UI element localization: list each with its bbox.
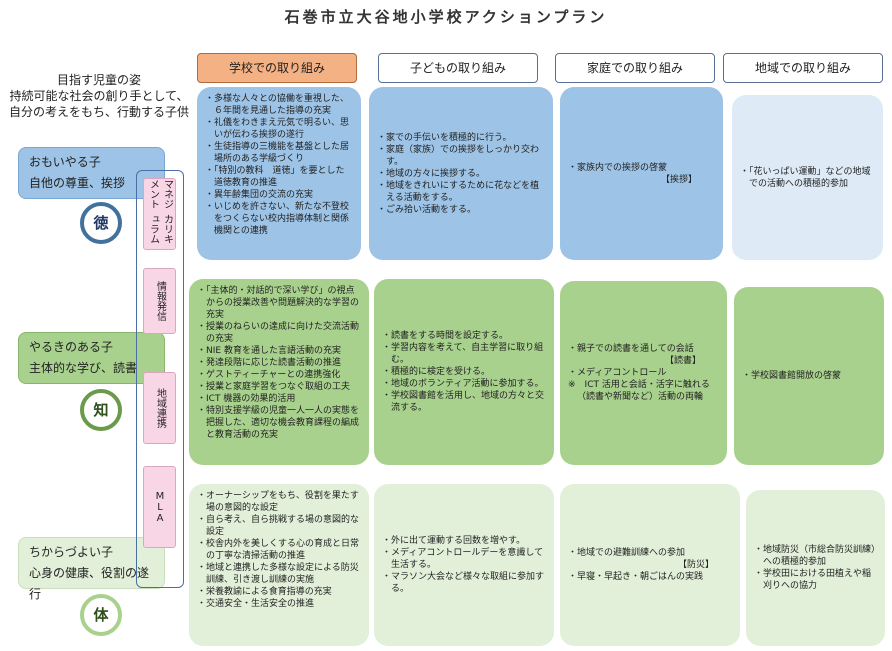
aim-title: ちからづよい子 (29, 545, 114, 559)
list-item: 特別支援学級の児童一人一人の実態を把握した、適切な機会教育課程の編成と教育活動の… (197, 405, 361, 441)
list-item: 学校図書館開放の啓蒙 (742, 370, 876, 382)
aim-subtitle: 主体的な学び、読書 (29, 361, 138, 375)
aim-subtitle: 自他の尊重、挨拶 (29, 176, 126, 190)
list-item: 読書をする時間を設定する。 (382, 330, 546, 342)
goal-heading: 目指す児童の姿 (56, 73, 141, 87)
list-item: 「花いっぱい運動」などの地域での活動への積極的参加 (740, 166, 875, 190)
list-item: 多様な人々との協働を重視した、６年間を見通した指導の充実 (205, 93, 353, 117)
aim-subtitle: 心身の健康、役割の遂行 (29, 566, 150, 601)
goal-line2: 自分の考えをもち、行動する子供 (8, 105, 189, 119)
row3-child-box: 外に出て運動する回数を増やす。 メディアコントロールデーを意識して生活する。 マ… (374, 484, 554, 646)
header-child: 子どもの取り組み (378, 53, 538, 83)
list-item: 地域をきれいにするために花などを植える活動をする。 (377, 180, 545, 204)
note-text: ※ ICT 活用と会話・活字に触れる（読書や新聞など）活動の両輪 (568, 380, 710, 402)
symbol-toku: 徳 (80, 202, 122, 244)
category-tag: 【読書】 (664, 356, 701, 366)
side-label-line2: カリキュラム (147, 214, 173, 244)
list-item: 地域防災（市総合防災訓練）への積極的参加 (754, 544, 877, 568)
goal-block: 目指す児童の姿 持続可能な社会の創り手として、 自分の考えをもち、行動する子供 (4, 72, 194, 120)
row2-school-box: 「主体的・対話的で深い学び」の視点からの授業改善や問題解決的な学習の充実 授業の… (189, 279, 369, 465)
header-home: 家庭での取り組み (555, 53, 715, 83)
list-item: 学習内容を考えて、自主学習に取り組む。 (382, 342, 546, 366)
list-item: ゲストティーチャーとの連携強化 (197, 369, 361, 381)
side-bracket (136, 170, 184, 588)
row1-community-box: 「花いっぱい運動」などの地域での活動への積極的参加 (732, 95, 883, 260)
category-tag: 【挨拶】 (660, 174, 697, 185)
list-item: 地域と連携した多様な設定による防災訓練、引き渡し訓練の実施 (197, 562, 361, 586)
row2-home-box: 親子での読書を通しての会話 【読書】 メディアコントロール ※ ICT 活用と会… (560, 281, 727, 465)
list-item: いじめを許さない、新たな不登校をつくらない校内指導体制と関係機関との連携 (205, 201, 353, 237)
list-item: 地域での避難訓練への参加 (568, 547, 732, 559)
list-item: 発達段階に応じた読書活動の推進 (197, 357, 361, 369)
aim-title: おもいやる子 (29, 155, 101, 169)
list-item: メディアコントロール (568, 367, 719, 379)
list-item: 授業のねらいの達成に向けた交流活動の充実 (197, 321, 361, 345)
symbol-tai: 体 (80, 594, 122, 636)
aim-title: やるきのある子 (29, 340, 114, 354)
list-item: 家での手伝いを積極的に行う。 (377, 132, 545, 144)
list-item: 異年齢集団の交流の充実 (205, 189, 353, 201)
row3-school-box: オーナーシップをもち、役割を果たす場の意図的な設定 自ら考え、自ら挑戦する場の意… (189, 484, 369, 646)
list-item: 「主体的・対話的で深い学び」の視点からの授業改善や問題解決的な学習の充実 (197, 285, 361, 321)
list-item: 校舎内外を美しくする心の育成と日常の丁寧な清掃活動の推進 (197, 538, 361, 562)
list-item: 地域のボランティア活動に参加する。 (382, 378, 546, 390)
header-school: 学校での取り組み (197, 53, 357, 83)
list-item: 学校図書館を活用し、地域の方々と交流する。 (382, 390, 546, 414)
list-item: マラソン大会など様々な取組に参加する。 (382, 571, 546, 595)
row2-community-box: 学校図書館開放の啓蒙 (734, 287, 884, 465)
side-label-line1: マネジメント (147, 179, 173, 209)
list-item: 外に出て運動する回数を増やす。 (382, 535, 546, 547)
category-tag: 【防災】 (677, 560, 714, 570)
aim-yaruki: やるきのある子 主体的な学び、読書 (18, 332, 165, 384)
page-title: 石巻市立大谷地小学校アクションプラン (284, 8, 608, 26)
list-item: 「特別の教科 道徳」を要とした道徳教育の推進 (205, 165, 353, 189)
list-item: 親子での読書を通しての会話 (568, 343, 719, 355)
list-item: オーナーシップをもち、役割を果たす場の意図的な設定 (197, 490, 361, 514)
list-item: 早寝・早起き・朝ごはんの実践 (568, 571, 732, 583)
list-item: 交通安全・生活安全の推進 (197, 598, 361, 610)
side-label-curriculum: マネジメント カリキュラム (143, 178, 176, 250)
row1-school-box: 多様な人々との協働を重視した、６年間を見通した指導の充実 礼儀をわきまえ元気で明… (197, 87, 361, 260)
row3-community-box: 地域防災（市総合防災訓練）への積極的参加 学校田における田植えや稲刈りへの協力 (746, 490, 885, 646)
list-item: 地域の方々に挨拶する。 (377, 168, 545, 180)
aim-chikarazuyoi: ちからづよい子 心身の健康、役割の遂行 (18, 537, 165, 601)
list-item: 家庭（家族）での挨拶をしっかり交わす。 (377, 144, 545, 168)
list-item: 自ら考え、自ら挑戦する場の意図的な設定 (197, 514, 361, 538)
list-item: 積極的に検定を受ける。 (382, 366, 546, 378)
list-item: ごみ拾い活動をする。 (377, 204, 545, 216)
symbol-chi: 知 (80, 389, 122, 431)
list-item: 授業と家庭学習をつなぐ取組の工夫 (197, 381, 361, 393)
list-item: NIE 教育を通した言語活動の充実 (197, 345, 361, 357)
row2-child-box: 読書をする時間を設定する。 学習内容を考えて、自主学習に取り組む。 積極的に検定… (374, 279, 554, 465)
goal-line1: 持続可能な社会の創り手として、 (9, 89, 189, 103)
list-item: ICT 機器の効果的活用 (197, 393, 361, 405)
list-item: 生徒指導の三機能を基盤とした居場所のある学級づくり (205, 141, 353, 165)
row1-child-box: 家での手伝いを積極的に行う。 家庭（家族）での挨拶をしっかり交わす。 地域の方々… (369, 87, 553, 260)
header-community: 地域での取り組み (723, 53, 883, 83)
side-label-mla: MLA (143, 466, 176, 548)
list-item: メディアコントロールデーを意識して生活する。 (382, 547, 546, 571)
side-label-community: 地域連携 (143, 372, 176, 444)
row1-home-box: 家族内での挨拶の啓蒙 【挨拶】 (560, 87, 723, 260)
list-item: 礼儀をわきまえ元気で明るい、思いが伝わる挨拶の遂行 (205, 117, 353, 141)
list-item: 栄養教諭による食育指導の充実 (197, 586, 361, 598)
list-item: 学校田における田植えや稲刈りへの協力 (754, 568, 877, 592)
list-item: 家族内での挨拶の啓蒙 (568, 162, 715, 174)
side-label-info: 情報発信 (143, 268, 176, 334)
row3-home-box: 地域での避難訓練への参加 【防災】 早寝・早起き・朝ごはんの実践 (560, 484, 740, 646)
